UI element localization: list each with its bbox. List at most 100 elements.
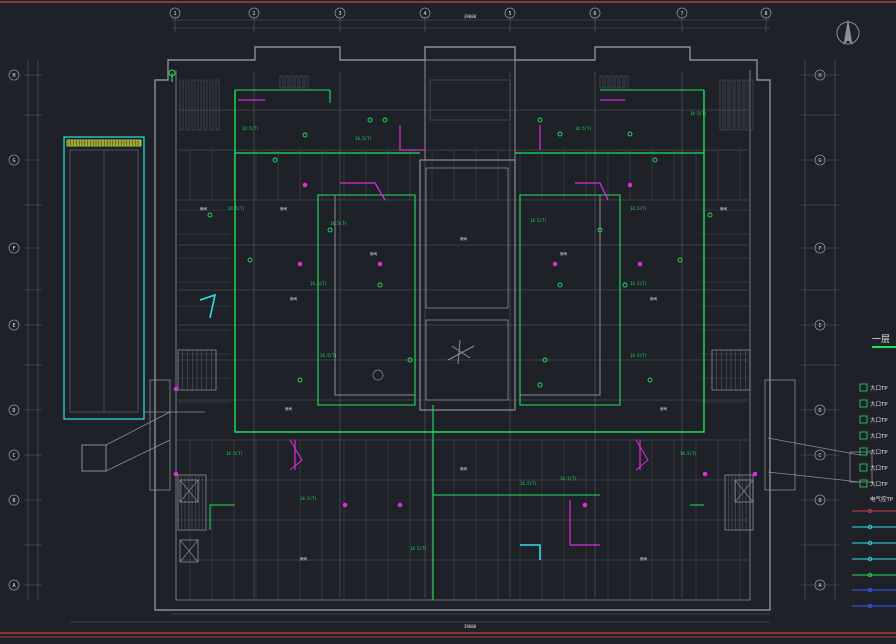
room-label: 房间 bbox=[285, 406, 293, 411]
pipe-node-icon bbox=[382, 117, 388, 123]
room-label: 房间 bbox=[720, 206, 728, 211]
legend-line-marker bbox=[867, 603, 873, 609]
grid-axis-bubble-icon bbox=[8, 69, 20, 81]
grid-axis-label: C bbox=[818, 453, 821, 459]
pipe-size-label: 14.5(T) bbox=[320, 353, 337, 358]
grid-axis-bubble-icon bbox=[589, 7, 601, 19]
pipe-node-icon bbox=[677, 257, 683, 263]
furniture-mark bbox=[719, 79, 724, 131]
building-left-wing bbox=[149, 379, 171, 491]
room-label: 房间 bbox=[300, 556, 308, 561]
legend-line-marker bbox=[867, 587, 873, 593]
pipe-size-label: 14.5(T) bbox=[300, 496, 317, 501]
pipe-node-icon bbox=[707, 212, 713, 218]
furniture-mark bbox=[604, 75, 609, 89]
pipe-size-label: 14.5(T) bbox=[560, 476, 577, 481]
pipe-node-icon bbox=[647, 377, 653, 383]
furniture-mark bbox=[209, 79, 214, 131]
pipe-node-icon bbox=[168, 69, 176, 77]
room-label: 房间 bbox=[660, 406, 668, 411]
pipe-node-icon bbox=[302, 132, 308, 138]
legend-swatch bbox=[859, 431, 868, 440]
grid-axis-label: 8 bbox=[764, 11, 767, 17]
furniture-mark bbox=[299, 75, 304, 89]
pipe-size-label: 14.5(T) bbox=[690, 111, 707, 116]
pipe-node-icon bbox=[557, 282, 563, 288]
fixture-circle bbox=[372, 369, 384, 381]
room-label: 房间 bbox=[560, 251, 568, 256]
room-label: 房间 bbox=[460, 236, 468, 241]
shaft-box bbox=[179, 479, 199, 503]
furniture-mark bbox=[197, 79, 202, 131]
furniture-mark bbox=[284, 75, 289, 89]
building-right-wing bbox=[764, 379, 796, 491]
grid-axis-label: C bbox=[12, 453, 15, 459]
shaft-cross bbox=[179, 539, 199, 563]
shaft-cross bbox=[179, 479, 199, 503]
legend-line-marker bbox=[867, 508, 873, 514]
grid-axis-bubble-icon bbox=[8, 242, 20, 254]
pipe-size-label: 14.5(T) bbox=[630, 206, 647, 211]
pipe-node-icon bbox=[652, 157, 658, 163]
pipe-node-icon bbox=[367, 117, 373, 123]
furniture-mark bbox=[179, 79, 184, 131]
furniture-mark bbox=[191, 79, 196, 131]
pipe-node-icon bbox=[622, 282, 628, 288]
legend-line-marker bbox=[867, 540, 873, 546]
furniture-mark bbox=[609, 75, 614, 89]
grid-axis-bubble-icon bbox=[8, 319, 20, 331]
pipe-magenta-south bbox=[294, 440, 641, 546]
grid-axis-bubble-icon bbox=[8, 579, 20, 591]
grid-axis-label: D bbox=[12, 408, 15, 414]
grid-axis-label: H bbox=[12, 73, 15, 79]
legend-swatch bbox=[859, 399, 868, 408]
pipe-cyan-west bbox=[199, 293, 217, 319]
legend-swatch bbox=[859, 415, 868, 424]
legend-leader bbox=[767, 471, 861, 483]
sprinkler-dot bbox=[173, 386, 179, 392]
shaft-box bbox=[179, 539, 199, 563]
pipe-size-label: 14.5(T) bbox=[575, 126, 592, 131]
pipe-node-icon bbox=[247, 257, 253, 263]
sprinkler-dot bbox=[752, 471, 758, 477]
furniture-mark bbox=[734, 79, 739, 131]
pipe-node-icon bbox=[377, 282, 383, 288]
atrium-upper-room bbox=[425, 167, 509, 309]
pipe-node-icon bbox=[407, 357, 413, 363]
room-label: 房间 bbox=[370, 251, 378, 256]
north-entry-inner bbox=[429, 79, 511, 121]
furniture-mark bbox=[729, 79, 734, 131]
atrium-sculpture bbox=[447, 339, 475, 365]
furniture-mark bbox=[215, 79, 220, 131]
legend-line-marker bbox=[867, 572, 873, 578]
grid-axis-label: F bbox=[12, 246, 15, 252]
furniture-mark bbox=[624, 75, 629, 89]
grid-axis-label: E bbox=[12, 323, 15, 329]
legend-swatch bbox=[859, 383, 868, 392]
grid-axis-bubble-icon bbox=[8, 494, 20, 506]
pipe-size-label: 14.5(T) bbox=[226, 451, 243, 456]
furniture-mark bbox=[599, 75, 604, 89]
grid-axis-bubble-icon bbox=[760, 7, 772, 19]
detail-leader-line bbox=[105, 411, 171, 446]
grid-axis-label: B bbox=[12, 498, 15, 504]
pipe-size-label: 14.5(T) bbox=[330, 221, 347, 226]
pipe-node-icon bbox=[207, 212, 213, 218]
sprinkler-dot bbox=[637, 261, 643, 267]
pipe-east-loop bbox=[519, 194, 621, 406]
grid-axis-label: G bbox=[818, 158, 821, 164]
furniture-mark bbox=[289, 75, 294, 89]
furniture-mark bbox=[294, 75, 299, 89]
pipe-node-icon bbox=[542, 357, 548, 363]
pipe-size-label: 14.5(T) bbox=[410, 546, 427, 551]
sprinkler-dot bbox=[302, 182, 308, 188]
pipe-node-icon bbox=[537, 117, 543, 123]
room-label: 房间 bbox=[650, 296, 658, 301]
grid-axis-label: A bbox=[12, 583, 15, 589]
pipe-node-icon bbox=[297, 377, 303, 383]
grid-axis-label: 7 bbox=[680, 11, 683, 17]
grid-axis-label: D bbox=[818, 408, 821, 414]
pipe-size-label: 14.5(T) bbox=[355, 136, 372, 141]
legend-swatch bbox=[859, 463, 868, 472]
